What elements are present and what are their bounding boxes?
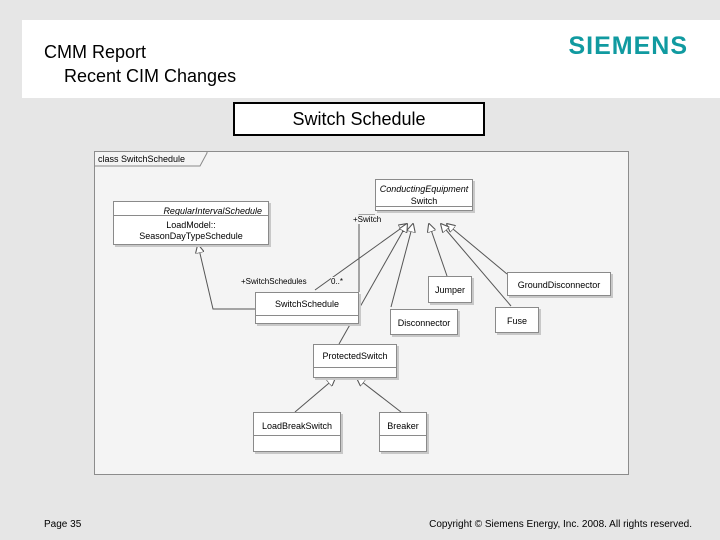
inheritance-loadbreakswitch <box>294 378 335 413</box>
class-disconnector: Disconnector <box>390 309 458 335</box>
switch-schedules-role-label: +SwitchSchedules <box>241 277 307 286</box>
siemens-logo: SIEMENS <box>568 32 688 60</box>
class-name: Jumper <box>434 285 465 295</box>
divider <box>114 215 268 216</box>
class-attr: SeasonDayTypeSchedule <box>139 231 243 241</box>
divider <box>380 435 426 436</box>
class-stereotype: RegularIntervalSchedule <box>163 206 262 216</box>
uml-class-diagram: class SwitchSchedule RegularIntervalSche… <box>94 151 629 475</box>
inheritance-grounddisconnector <box>447 224 508 275</box>
class-load-break-switch: LoadBreakSwitch <box>253 412 341 452</box>
frame-tab-outline <box>95 152 208 167</box>
class-switch: ConductingEquipment Switch <box>375 179 473 211</box>
divider <box>314 367 396 368</box>
inheritance-switchschedule-role <box>314 224 407 291</box>
report-subtitle: Recent CIM Changes <box>64 66 237 86</box>
diagram-connectors <box>95 152 512 413</box>
class-name: LoadBreakSwitch <box>261 421 333 431</box>
copyright-notice: Copyright © Siemens Energy, Inc. 2008. A… <box>429 519 692 530</box>
class-switch-schedule: SwitchSchedule <box>255 292 359 324</box>
inheritance-fuse <box>441 224 512 307</box>
multiplicity-label: 0..* <box>331 277 344 286</box>
inheritance-jumper <box>429 224 448 277</box>
association-line <box>358 214 375 292</box>
class-stereotype: ConductingEquipment <box>379 184 469 194</box>
header-bar: CMM Report Recent CIM Changes SIEMENS <box>22 20 720 98</box>
report-title: CMM Report <box>44 42 147 62</box>
class-breaker: Breaker <box>379 412 427 452</box>
class-fuse: Fuse <box>495 307 539 333</box>
diagram-frame-label: class SwitchSchedule <box>98 154 186 164</box>
divider <box>376 206 472 207</box>
class-name: Breaker <box>387 421 419 431</box>
inheritance-protectedswitch <box>338 224 407 345</box>
class-name: ProtectedSwitch <box>322 351 388 361</box>
class-protected-switch: ProtectedSwitch <box>313 344 397 378</box>
inheritance-switchschedule <box>198 245 255 310</box>
page-number: Page 35 <box>44 519 82 530</box>
inheritance-breaker <box>357 378 402 413</box>
class-name: Fuse <box>506 316 527 326</box>
divider <box>256 315 358 316</box>
class-jumper: Jumper <box>428 276 472 303</box>
divider <box>254 435 340 436</box>
class-ground-disconnector: GroundDisconnector <box>507 272 611 296</box>
switch-role-label: +Switch <box>353 215 382 224</box>
class-regular-interval-schedule: RegularIntervalSchedule LoadModel:: Seas… <box>113 201 269 245</box>
inheritance-disconnector <box>390 224 413 308</box>
slide-title: Switch Schedule <box>233 102 485 136</box>
class-attr: LoadModel:: <box>166 220 216 230</box>
class-name: SwitchSchedule <box>274 299 340 309</box>
class-name: GroundDisconnector <box>517 280 601 290</box>
class-name: Switch <box>410 196 438 206</box>
class-name: Disconnector <box>397 318 451 328</box>
